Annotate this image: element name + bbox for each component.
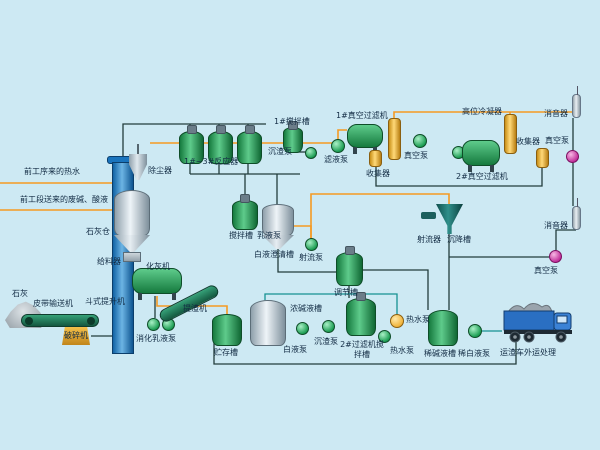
vacuum-pump-a <box>413 134 427 148</box>
label-belt-conveyor: 皮带输送机 <box>33 299 73 308</box>
label-regulating-tank: 调节槽 <box>334 288 358 297</box>
label-white-liquor-pump: 白液泵 <box>283 345 307 354</box>
jet-pump <box>305 238 318 251</box>
truck-bed <box>503 310 555 331</box>
storage-tank <box>212 314 242 346</box>
label-feeder: 给料器 <box>97 257 121 266</box>
truck-slag-load <box>507 303 553 313</box>
label-jet-device: 射流器 <box>417 235 441 244</box>
label-vacuum-pump-c: 真空泵 <box>534 266 558 275</box>
belt-conveyor <box>21 314 99 327</box>
agitator-motor-icon <box>244 125 255 134</box>
label-mixing-tank: 搅拌槽 <box>229 231 253 240</box>
label-vacuum-filter-1: 1#真空过滤机 <box>336 111 388 120</box>
label-collector-b: 收集器 <box>516 137 540 146</box>
label-conc-alkali-tank: 浓碱液槽 <box>290 304 322 313</box>
muffler-a <box>572 86 581 118</box>
vacuum-filter-2 <box>462 140 500 172</box>
lime-slaker <box>132 268 182 300</box>
digestion-emulsion-pump-1 <box>147 318 160 331</box>
label-filter2-mixing-tank: 2#过滤机搅拌槽 <box>340 340 384 359</box>
white-liquor-pump <box>296 322 309 335</box>
dust-collector <box>129 154 147 180</box>
label-sediment-pump-a: 沉渣泵 <box>268 147 292 156</box>
label-hot-water-pump-a: 热水泵 <box>406 315 430 324</box>
label-hot-water-pump-b: 热水泵 <box>390 346 414 355</box>
feeder <box>123 252 141 262</box>
label-slag-extractor: 提渣机 <box>183 304 207 313</box>
label-reactors: 1#~3#反应器 <box>184 157 239 166</box>
vacuum-filter-1 <box>347 124 383 154</box>
label-crusher: 破碎机 <box>64 331 88 340</box>
agitator-motor-icon <box>356 292 366 301</box>
dust-collector-vent <box>137 144 139 155</box>
label-vacuum-pump-a: 真空泵 <box>404 151 428 160</box>
collector-b <box>536 148 549 168</box>
label-dilute-white-pump: 稀白液泵 <box>458 349 490 358</box>
label-white-liquor-clarifier: 白液澄清槽 <box>254 250 294 259</box>
label-collector-a: 收集器 <box>366 169 390 178</box>
truck-hub <box>513 335 517 339</box>
label-slag-truck: 运渣车外运处理 <box>500 348 556 357</box>
label-waste-liquor-in: 前工段送来的废碱、酸液 <box>20 195 108 204</box>
label-dilute-alkali-tank: 稀碱液槽 <box>424 349 456 358</box>
dilute-white-pump <box>468 324 482 338</box>
muffler-b <box>572 198 581 230</box>
collector-a <box>369 150 382 167</box>
label-muffler-a: 消音器 <box>544 109 568 118</box>
agitator-motor-icon <box>215 125 226 134</box>
agitator-motor-icon <box>344 246 355 255</box>
mixing-tank-1 <box>283 121 303 153</box>
label-vacuum-filter-2: 2#真空过滤机 <box>456 172 508 181</box>
vacuum-pump-b <box>566 150 579 163</box>
pipes-teal <box>264 293 502 332</box>
high-condenser-1 <box>388 118 401 160</box>
filtrate-pump <box>331 139 345 153</box>
truck-chassis <box>504 330 572 334</box>
conc-alkali-tank <box>250 300 286 346</box>
sediment-pump-b <box>322 320 335 333</box>
label-jet-pump: 射流泵 <box>299 253 323 262</box>
label-hot-water-in: 前工序来的热水 <box>24 167 80 176</box>
truck-hub <box>527 335 531 339</box>
jet-device <box>421 212 436 219</box>
label-high-condenser: 高位冷凝器 <box>462 107 502 116</box>
label-lime-silo: 石灰仓 <box>86 227 110 236</box>
crusher <box>62 327 90 345</box>
agitator-motor-icon <box>186 125 197 134</box>
label-emulsion-pump: 乳液泵 <box>257 231 281 240</box>
regulating-tank <box>336 246 363 286</box>
label-muffler-b: 消音器 <box>544 221 568 230</box>
hot-water-pump-a <box>390 314 404 328</box>
agitator-motor-icon <box>240 194 250 203</box>
label-settling-tank: 沉降槽 <box>447 235 471 244</box>
label-vacuum-pump-b: 真空泵 <box>545 136 569 145</box>
label-bucket-elevator: 斗式提升机 <box>85 297 125 306</box>
slag-truck <box>503 303 572 343</box>
hot-water-pump-b <box>378 330 391 343</box>
label-sediment-pump-b: 沉渣泵 <box>314 337 338 346</box>
label-filtrate-pump: 滤液泵 <box>324 155 348 164</box>
truck-hub <box>559 335 563 339</box>
label-dust-collector: 除尘器 <box>148 166 172 175</box>
agitator-motor-icon <box>288 121 298 130</box>
label-mixing-tank-1: 1#搅拌槽 <box>274 117 310 126</box>
filter2-mixing-tank <box>346 292 376 336</box>
truck-window <box>556 315 568 324</box>
white-liquor-clarifier <box>262 204 294 236</box>
high-condenser-2 <box>504 114 517 154</box>
label-lime-slaker: 化灰机 <box>146 262 170 271</box>
dilute-alkali-tank <box>428 310 458 346</box>
reactor-3 <box>237 125 262 164</box>
mixing-tank <box>232 194 258 230</box>
sediment-pump-a <box>305 147 317 159</box>
lime-silo <box>114 190 150 236</box>
label-lime: 石灰 <box>12 289 28 298</box>
label-storage-tank: 贮存槽 <box>214 348 238 357</box>
label-digestion-pump: 消化乳液泵 <box>136 334 176 343</box>
reactor-1 <box>179 125 204 164</box>
reactor-2 <box>208 125 233 164</box>
vacuum-pump-c <box>549 250 562 263</box>
